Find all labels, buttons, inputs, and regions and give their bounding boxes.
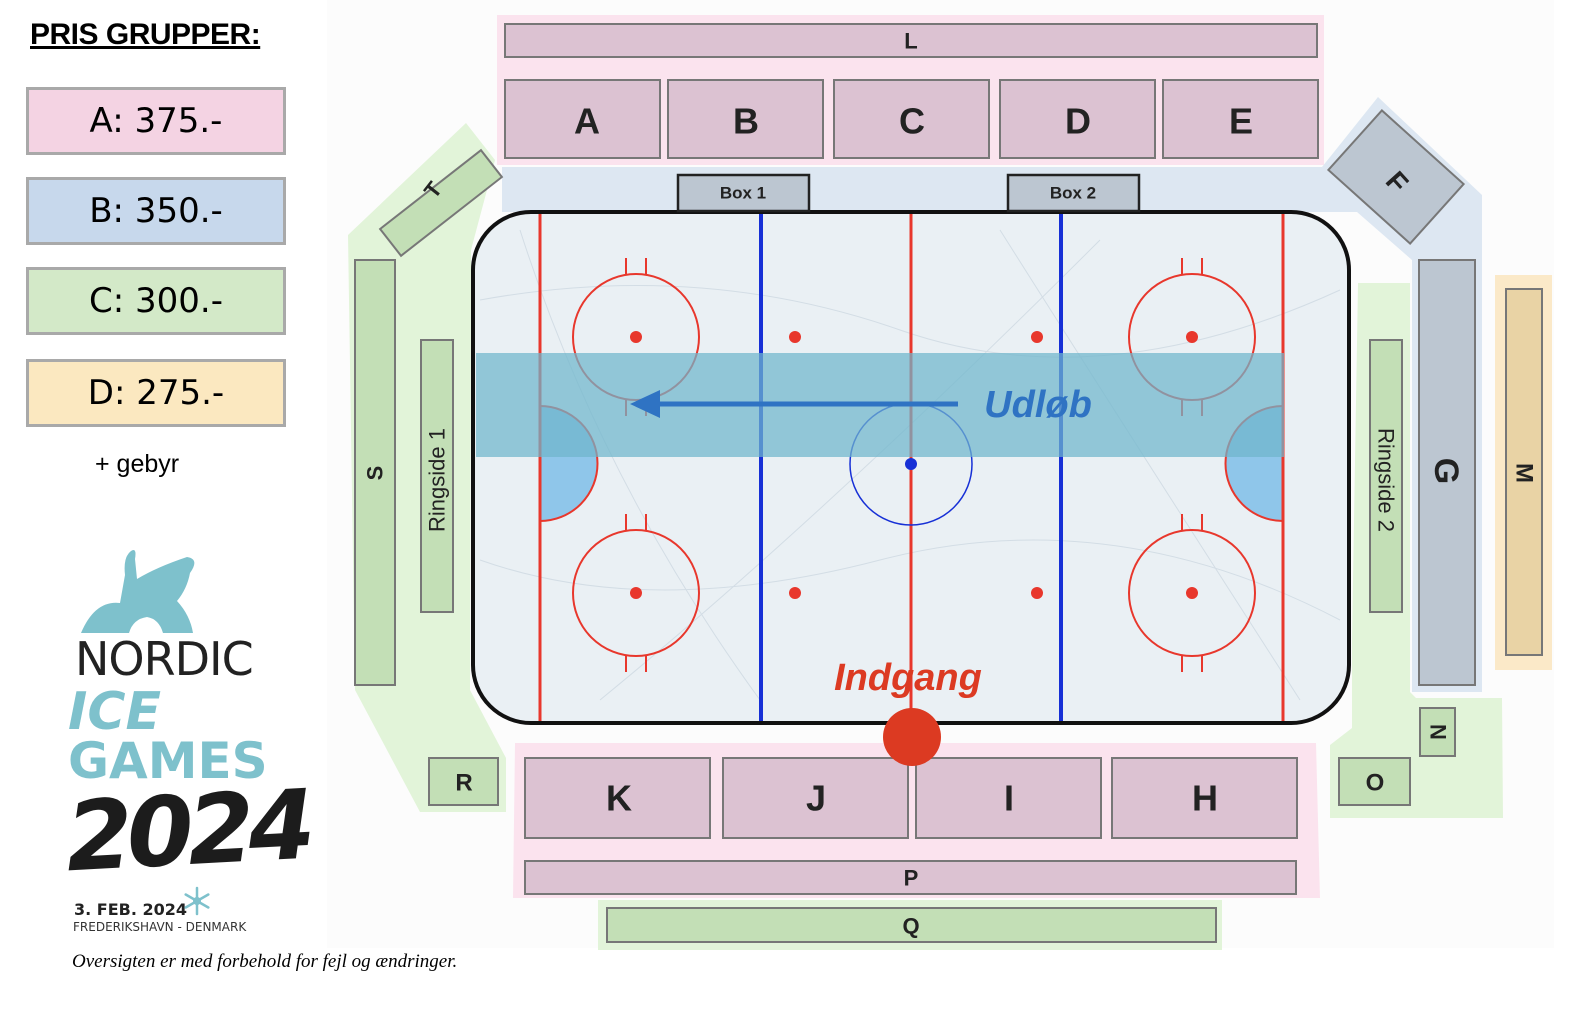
logo-ice: ICE [68,682,162,742]
label-section-k: K [606,778,632,819]
label-section-i: I [1004,778,1014,819]
section-m[interactable] [1505,288,1543,656]
label-section-d: D [1065,101,1091,142]
price-group-b: B: 350.- [26,177,286,245]
rider-logo-icon [81,550,195,633]
section-ringside-1[interactable] [420,339,454,613]
snowflake-icon [184,886,210,916]
price-group-d: D: 275.- [26,359,286,427]
exit-arrow-icon [630,390,660,418]
label-section-r: R [455,770,472,797]
price-groups-title: PRIS GRUPPER: [30,18,261,51]
label-box-2: Box 2 [1050,184,1096,203]
fee-note: + gebyr [95,450,180,478]
section-f[interactable] [1326,109,1466,245]
section-k[interactable] [524,757,711,839]
logo-nordic: NORDIC [75,632,254,686]
label-section-j: J [806,778,826,819]
label-section-a: A [574,101,600,142]
section-i[interactable] [915,757,1102,839]
label-section-h: H [1192,778,1218,819]
label-section-b: B [733,101,759,142]
label-section-p: P [904,866,919,891]
box-2[interactable] [1006,173,1141,213]
label-section-n: N [1426,724,1451,740]
section-r[interactable] [428,757,499,806]
logo-date: 3. FEB. 2024 [74,900,188,919]
section-n[interactable] [1419,707,1456,757]
price-group-a: A: 375.- [26,87,286,155]
logo-location: FREDERIKSHAVN - DENMARK [73,920,247,934]
section-ringside-2[interactable] [1369,339,1403,613]
label-section-s: S [363,466,388,481]
section-h[interactable] [1111,757,1298,839]
label-box-1: Box 1 [720,184,766,203]
label-section-m: M [1511,463,1538,483]
section-t[interactable] [378,148,504,258]
section-d[interactable] [999,79,1156,159]
section-c[interactable] [833,79,990,159]
label-section-l: L [904,29,917,54]
label-section-e: E [1229,101,1253,142]
entrance-label: Indgang [834,657,982,699]
label-ringside-2: Ringside 2 [1374,428,1399,532]
logo-games: GAMES [68,732,268,790]
price-group-c: C: 300.- [26,267,286,335]
box-1[interactable] [676,173,811,213]
section-q[interactable] [606,907,1217,943]
entrance-marker-icon [883,708,941,766]
section-l[interactable] [504,23,1318,58]
exit-label: Udløb [984,384,1092,426]
section-a[interactable] [504,79,661,159]
label-section-o: O [1366,770,1385,797]
label-section-g: G [1427,458,1465,484]
section-e[interactable] [1162,79,1319,159]
section-p[interactable] [524,860,1297,895]
section-j[interactable] [722,757,909,839]
label-ringside-1: Ringside 1 [425,428,450,532]
label-section-q: Q [902,914,919,939]
disclaimer-note: Oversigten er med forbehold for fejl og … [72,951,458,972]
section-o[interactable] [1338,757,1411,806]
section-s[interactable] [354,259,396,686]
section-b[interactable] [667,79,824,159]
section-g[interactable] [1418,259,1476,686]
zone-blue-top [502,167,1357,212]
label-section-c: C [899,101,925,142]
